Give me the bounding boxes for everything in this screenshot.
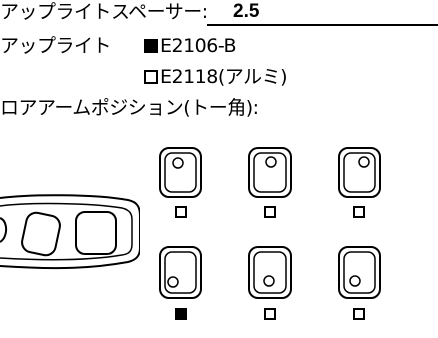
position-1-icon bbox=[159, 147, 202, 198]
upright-option-e2118[interactable]: E2118(アルミ) bbox=[144, 65, 288, 89]
spacer-underline bbox=[207, 24, 438, 26]
lower-arm-label: ロアアームポジション(トー角): bbox=[0, 97, 259, 119]
spacer-label: アップライトスペーサー: bbox=[0, 1, 208, 23]
position-1-checkbox[interactable] bbox=[175, 206, 187, 218]
position-5-checkbox[interactable] bbox=[264, 308, 276, 320]
upright-e2106-checkbox[interactable] bbox=[144, 39, 158, 53]
lower-arm-illustration bbox=[0, 194, 140, 270]
position-2-checkbox[interactable] bbox=[264, 206, 276, 218]
position-6-icon bbox=[338, 246, 381, 299]
upright-option-e2106[interactable]: E2106-B bbox=[144, 34, 237, 58]
position-6-checkbox[interactable] bbox=[353, 308, 365, 320]
position-3-icon bbox=[338, 147, 381, 198]
position-3-checkbox[interactable] bbox=[353, 206, 365, 218]
upright-e2106-code: E2106-B bbox=[160, 35, 237, 57]
upright-e2118-checkbox[interactable] bbox=[144, 70, 158, 84]
position-4-checkbox[interactable] bbox=[175, 308, 187, 320]
position-2-icon bbox=[248, 147, 292, 198]
spacer-value: 2.5 bbox=[233, 1, 260, 22]
upright-e2118-code: E2118(アルミ) bbox=[160, 66, 288, 88]
upright-label: アップライト bbox=[0, 35, 112, 57]
position-5-icon bbox=[248, 246, 292, 299]
position-4-icon bbox=[159, 246, 202, 299]
